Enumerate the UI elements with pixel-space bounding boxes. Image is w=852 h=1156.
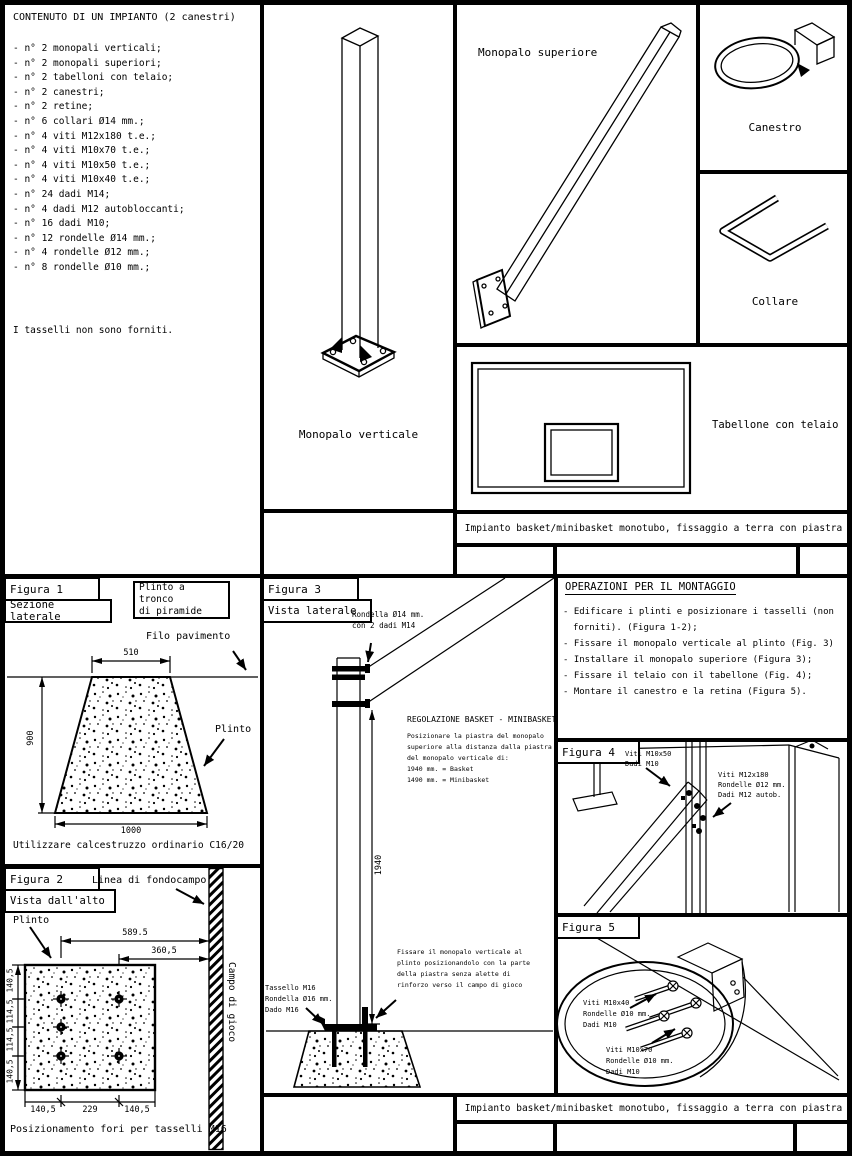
tabellone-label: Tabellone con telaio [712,419,839,431]
figura3-tassello-note: Tassello M16 Rondella Ø16 mm. Dado M16 [265,984,333,1014]
operazioni-steps: - Edificare i plinti e posizionare i tas… [563,604,847,700]
figura2-dim-h1: 140,5 [30,1105,56,1115]
parts-item: - n° 16 dadi M10; [13,218,111,230]
operazioni-step: - Fissare il monopalo verticale al plint… [563,639,834,649]
collare-label: Collare [751,295,799,308]
figura4-note2: Viti M12x180 Rondelle Ø12 mm. Dadi M12 a… [718,771,786,799]
parts-item: - n° 12 rondelle Ø14 mm.; [13,232,156,244]
figura2-caption: Posizionamento fori per tasselli M16 [10,1124,227,1135]
figura3-tag: Figura 3 [262,577,359,601]
parts-item: - n° 2 monopali superiori; [13,57,162,69]
figura1-floor-label: Filo pavimento [146,631,231,642]
figura1-dim-900: 900 [26,730,36,746]
figura1-dim-510: 510 [123,648,139,658]
figura1-view-tag: Sezione laterale [4,599,112,623]
parts-item: - n° 6 collari Ø14 mm.; [13,115,145,127]
figura2-dim-h2: 229 [82,1105,98,1115]
figura2-drawing [12,867,224,1151]
figura1-callout-box: Plinto a tronco di piramide [133,581,230,619]
parts-item: - n° 4 dadi M12 autobloccanti; [13,203,185,215]
figura3-washer-note: Rondella Ø14 mm. con 2 dadi M14 [352,610,425,630]
collare-drawing [719,194,829,262]
figura3-drawing [266,577,555,1088]
parts-item: - n° 2 retine; [13,101,94,113]
figura5-note2: Viti M10x70 Rondelle Ø10 mm. Dadi M10 [606,1046,674,1076]
figura3-view-tag: Vista laterale [262,599,372,623]
parts-item: - n° 2 tabelloni con telaio; [13,72,174,84]
parts-title: CONTENUTO DI UN IMPIANTO (2 canestri) [13,12,236,23]
parts-item: - n° 24 dadi M14; [13,188,111,200]
figura3-fissare-note: Fissare il monopalo verticale al plinto … [397,948,531,989]
figura1-note: Utilizzare calcestruzzo ordinario C16/20 [13,840,245,851]
parts-item: - n° 4 viti M10x50 t.e.; [13,159,151,171]
parts-item: - n° 4 viti M10x70 t.e.; [13,145,151,157]
figura3-regolazione-body: Posizionare la piastra del monopalo supe… [407,732,552,784]
figura2-view-tag: Vista dall'alto [4,889,116,913]
parts-item: - n° 4 viti M12x180 t.e.; [13,130,156,142]
figura5-note1: Viti M10x40 Rondelle Ø10 mm. Dadi M10 [583,999,651,1029]
figura2-plinto-label: Plinto [13,915,50,926]
monopalo-superiore-drawing [472,22,682,329]
anchor-bolt-symbols [53,991,127,1064]
figura1-tag: Figura 1 [4,577,100,601]
figura2-baseline-label: Linea di fondocampo [92,875,207,886]
figura2-tag: Figura 2 [4,867,100,891]
parts-item: - n° 2 canestri; [13,86,105,98]
operazioni-step: - Edificare i plinti e posizionare i tas… [563,607,834,633]
tabellone-drawing [470,361,692,495]
figura4-drawing [559,739,840,914]
figura2-dim-v1: 140,5 [5,968,15,993]
figura5-tag: Figura 5 [556,915,640,939]
parts-item: - n° 4 viti M10x40 t.e.; [13,174,151,186]
figura2-dim-589: 589.5 [122,928,148,938]
project-title-top: Impianto basket/minibasket monotubo, fis… [464,523,843,534]
operazioni-title-text: OPERAZIONI PER IL MONTAGGIO [565,581,736,595]
figura3-regolazione-title: REGOLAZIONE BASKET - MINIBASKET [407,715,557,724]
parts-note: I tasselli non sono forniti. [13,325,174,336]
screw-symbols [625,980,702,1052]
operazioni-step: - Installare il monopalo superiore (Figu… [563,655,813,665]
operazioni-step: - Montare il canestro e la retina (Figur… [563,687,807,697]
parts-list: - n° 2 monopali verticali; - n° 2 monopa… [13,42,185,276]
figura2-dim-v4: 140,5 [5,1059,15,1084]
operazioni-title: OPERAZIONI PER IL MONTAGGIO [565,581,736,595]
figura2-dim-v3: 114,5 [5,1027,15,1052]
monopalo-verticale-drawing [320,27,397,378]
figura1-dim-1000: 1000 [120,826,142,836]
figura2-dim-h3: 140,5 [124,1105,150,1115]
figura1-plinto-label: Plinto [215,724,252,735]
parts-item: - n° 2 monopali verticali; [13,43,162,54]
parts-item: - n° 8 rondelle Ø10 mm.; [13,261,151,273]
operazioni-step: - Fissare il telaio con il tabellone (Fi… [563,671,813,681]
project-title-bottom: Impianto basket/minibasket monotubo, fis… [464,1103,843,1114]
canestro-label: Canestro [748,121,802,134]
figura1-drawing [7,650,258,828]
figura4-note1: Viti M10x50 Dadi M10 [625,750,672,768]
figura2-campo-label: Campo di gioco [226,962,237,1043]
monopalo-verticale-label: Monopalo verticale [298,428,419,441]
figura2-dim-360: 360,5 [151,946,177,956]
monopalo-superiore-label: Monopalo superiore [478,46,598,59]
figura3-dim-1940: 1940 [374,854,384,876]
canestro-drawing [714,22,836,90]
parts-item: - n° 4 rondelle Ø12 mm.; [13,247,151,259]
